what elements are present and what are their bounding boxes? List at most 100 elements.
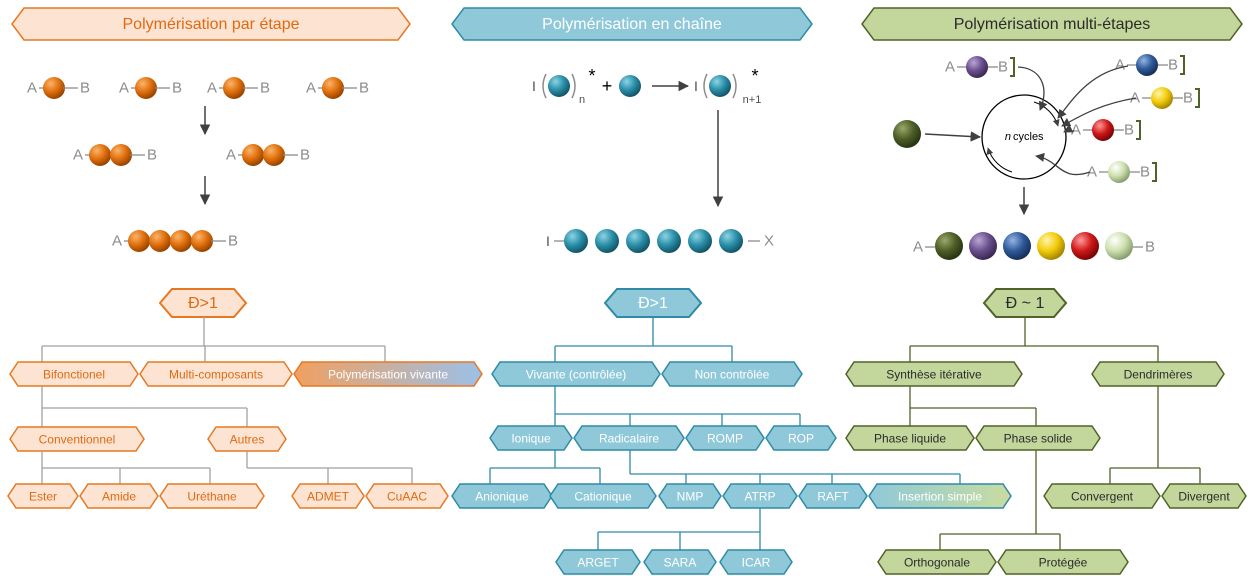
node-divergent: Divergent — [1161, 483, 1247, 509]
feed-purple-arrow — [1017, 66, 1048, 111]
node-ester-label: Ester — [29, 490, 57, 504]
node-romp-label: ROMP — [707, 432, 743, 446]
node-divergent-label: Divergent — [1178, 490, 1230, 504]
node-urethane: Uréthane — [159, 483, 265, 509]
dispersity-badge-multistep-shape — [982, 288, 1068, 318]
teal-chain-bead — [564, 229, 588, 253]
initiator-i: I — [546, 233, 550, 249]
teal-active-bead — [709, 75, 731, 97]
node-anionique: Anionique — [451, 483, 553, 509]
orange-monomer-bead — [135, 77, 157, 99]
node-admet-label: ADMET — [307, 490, 350, 504]
protecting-group-bracket — [1152, 162, 1157, 182]
node-phase-liquide-shape — [845, 425, 975, 451]
node-arget-shape — [555, 549, 641, 575]
node-romp-shape — [685, 425, 765, 451]
node-nmp: NMP — [658, 483, 722, 509]
node-ionique-shape — [489, 425, 573, 451]
orange-monomer-bead — [322, 77, 344, 99]
title-chain-polymerization-label: Polymérisation en chaîne — [542, 16, 722, 33]
active-star: * — [751, 66, 758, 86]
node-synthese-iterative: Synthèse itérative — [845, 361, 1023, 387]
node-ionique: Ionique — [489, 425, 573, 451]
protecting-group-bracket — [1195, 88, 1200, 108]
node-cationique-label: Cationique — [574, 490, 632, 504]
bracket-right — [732, 73, 737, 99]
end-group-b: B — [80, 80, 90, 97]
node-rop: ROP — [765, 425, 837, 451]
node-romp: ROMP — [685, 425, 765, 451]
feed-red-arrow — [1063, 124, 1075, 133]
end-group-b: B — [300, 147, 310, 164]
cycle-arrow — [1033, 101, 1060, 127]
node-multi-composants-shape — [139, 361, 293, 387]
colored-monomer-bead — [1092, 119, 1114, 141]
node-bifonctionel-label: Bifonctionel — [43, 368, 105, 382]
node-non-controlee: Non contrôlée — [661, 361, 803, 387]
colored-monomer-bead — [1136, 54, 1158, 76]
node-amide-shape — [79, 483, 159, 509]
active-star: * — [588, 66, 595, 86]
end-group-a: A — [945, 59, 955, 76]
node-conventionnel-label: Conventionnel — [39, 433, 116, 447]
colored-monomer-bead — [1151, 87, 1173, 109]
end-group-b: B — [260, 80, 270, 97]
teal-chain-bead — [719, 229, 743, 253]
node-atrp-shape — [722, 483, 798, 509]
end-group-b: B — [1145, 239, 1155, 256]
start-olive-bead — [893, 120, 921, 148]
title-step-polymerization: Polymérisation par étape — [11, 7, 411, 41]
protecting-group-bracket — [1136, 120, 1141, 140]
node-ester: Ester — [7, 483, 79, 509]
feed-yellow-arrow — [1061, 97, 1137, 127]
node-sara: SARA — [643, 549, 717, 575]
node-protegee: Protégée — [997, 549, 1129, 575]
node-admet: ADMET — [291, 483, 365, 509]
end-group-a: A — [119, 80, 129, 97]
dispersity-badge-step-shape — [158, 288, 248, 318]
node-conventionnel: Conventionnel — [9, 426, 145, 452]
end-group-a: A — [226, 147, 236, 164]
node-vivante-controlee: Vivante (contrôlée) — [491, 361, 661, 387]
node-radicalaire: Radicalaire — [573, 425, 685, 451]
sequence-bead — [1105, 232, 1133, 260]
feed-pale-arrow — [1035, 152, 1091, 176]
bracket-left — [703, 73, 708, 99]
node-insertion-simple-shape — [868, 483, 1012, 509]
node-orthogonale: Orthogonale — [877, 549, 997, 575]
node-bifonctionel-shape — [9, 361, 139, 387]
node-dendrimeres: Dendrimères — [1091, 361, 1225, 387]
node-urethane-label: Uréthane — [187, 490, 237, 504]
node-multi-composants-label: Multi-composants — [169, 368, 263, 382]
end-group-b: B — [147, 147, 157, 164]
end-group-b: B — [1124, 122, 1134, 139]
teal-chain-bead — [626, 229, 650, 253]
feed-blue-arrow — [1057, 65, 1129, 119]
title-multistep-polymerization: Polymérisation multi-étapes — [861, 7, 1243, 41]
initiator-i: I — [532, 78, 536, 94]
sequence-bead — [935, 232, 963, 260]
node-convergent-shape — [1043, 483, 1161, 509]
end-group-a: A — [73, 147, 83, 164]
node-conventionnel-shape — [9, 426, 145, 452]
node-cationique: Cationique — [549, 483, 657, 509]
end-group-a: A — [112, 233, 122, 250]
orange-monomer-bead — [223, 77, 245, 99]
cycle-input-arrow — [924, 131, 982, 142]
node-icar-shape — [719, 549, 793, 575]
end-group-a: A — [1115, 57, 1125, 74]
bracket-right — [571, 73, 576, 99]
node-admet-shape — [291, 483, 365, 509]
cycle-circle — [981, 94, 1067, 180]
orange-monomer-bead — [43, 77, 65, 99]
node-cationique-shape — [549, 483, 657, 509]
sequence-bead — [1003, 232, 1031, 260]
node-convergent-label: Convergent — [1071, 490, 1134, 504]
title-multistep-polymerization-shape — [861, 7, 1243, 41]
end-group-x: X — [764, 233, 774, 250]
node-anionique-shape — [451, 483, 553, 509]
colored-monomer-bead — [966, 56, 988, 78]
sequence-bead — [1037, 232, 1065, 260]
node-protegee-shape — [997, 549, 1129, 575]
node-polymerisation-vivante-shape — [293, 361, 483, 387]
